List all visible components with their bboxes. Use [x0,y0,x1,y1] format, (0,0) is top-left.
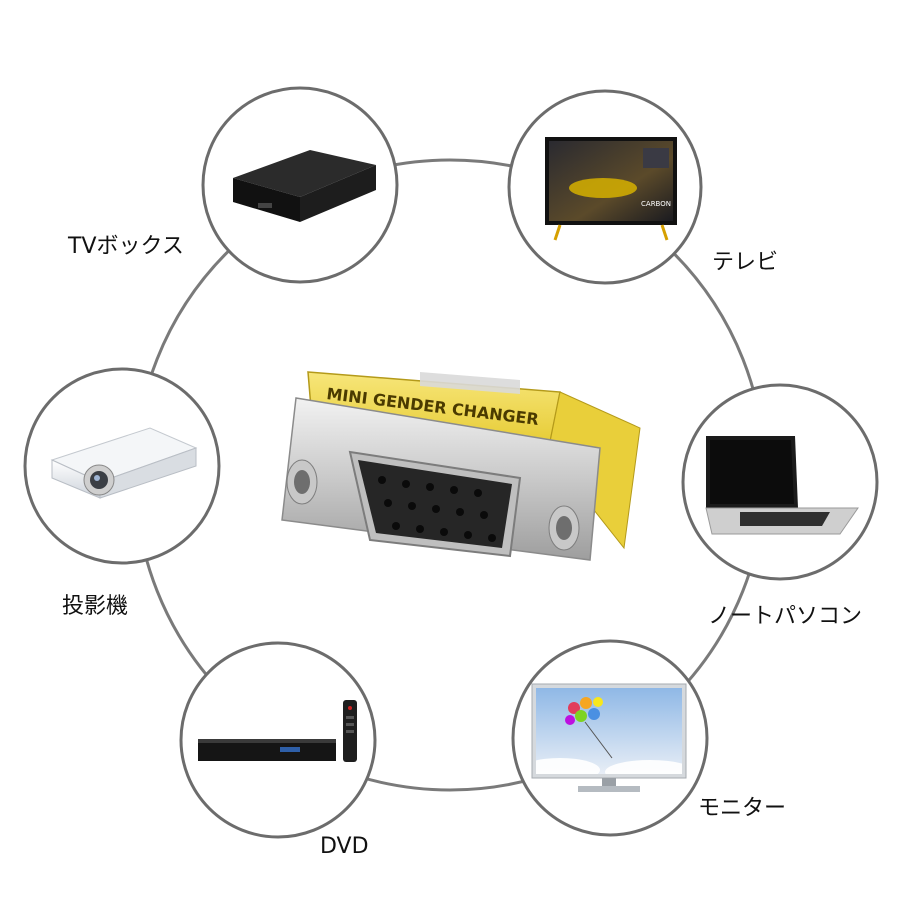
projector-circle [23,367,221,565]
label-dvd: DVD [320,834,369,859]
tv-image: CARBON [545,137,677,241]
label-laptop: ノートパソコン [708,604,863,629]
vga-gender-changer: MINI GENDER CHANGER [281,371,641,561]
label-tv-box: TVボックス [68,234,184,259]
monitor-circle [511,639,709,837]
laptop-circle [681,383,879,581]
tv-circle: CARBON [507,89,703,285]
tv-box-image [233,150,376,222]
label-tv: テレビ [712,250,779,275]
label-monitor: モニター [698,796,787,821]
connector-pins [378,476,496,542]
tv-screen-text: CARBON [641,200,671,208]
label-projector: 投影機 [62,594,129,619]
laptop-image [705,436,859,535]
projector-image [50,427,198,499]
dvd-circle [179,641,377,839]
screw-post-right [548,505,580,551]
tv-box-circle [201,86,399,284]
dvd-image [198,700,357,762]
screw-post-left [286,459,318,505]
monitor-image [531,683,687,792]
